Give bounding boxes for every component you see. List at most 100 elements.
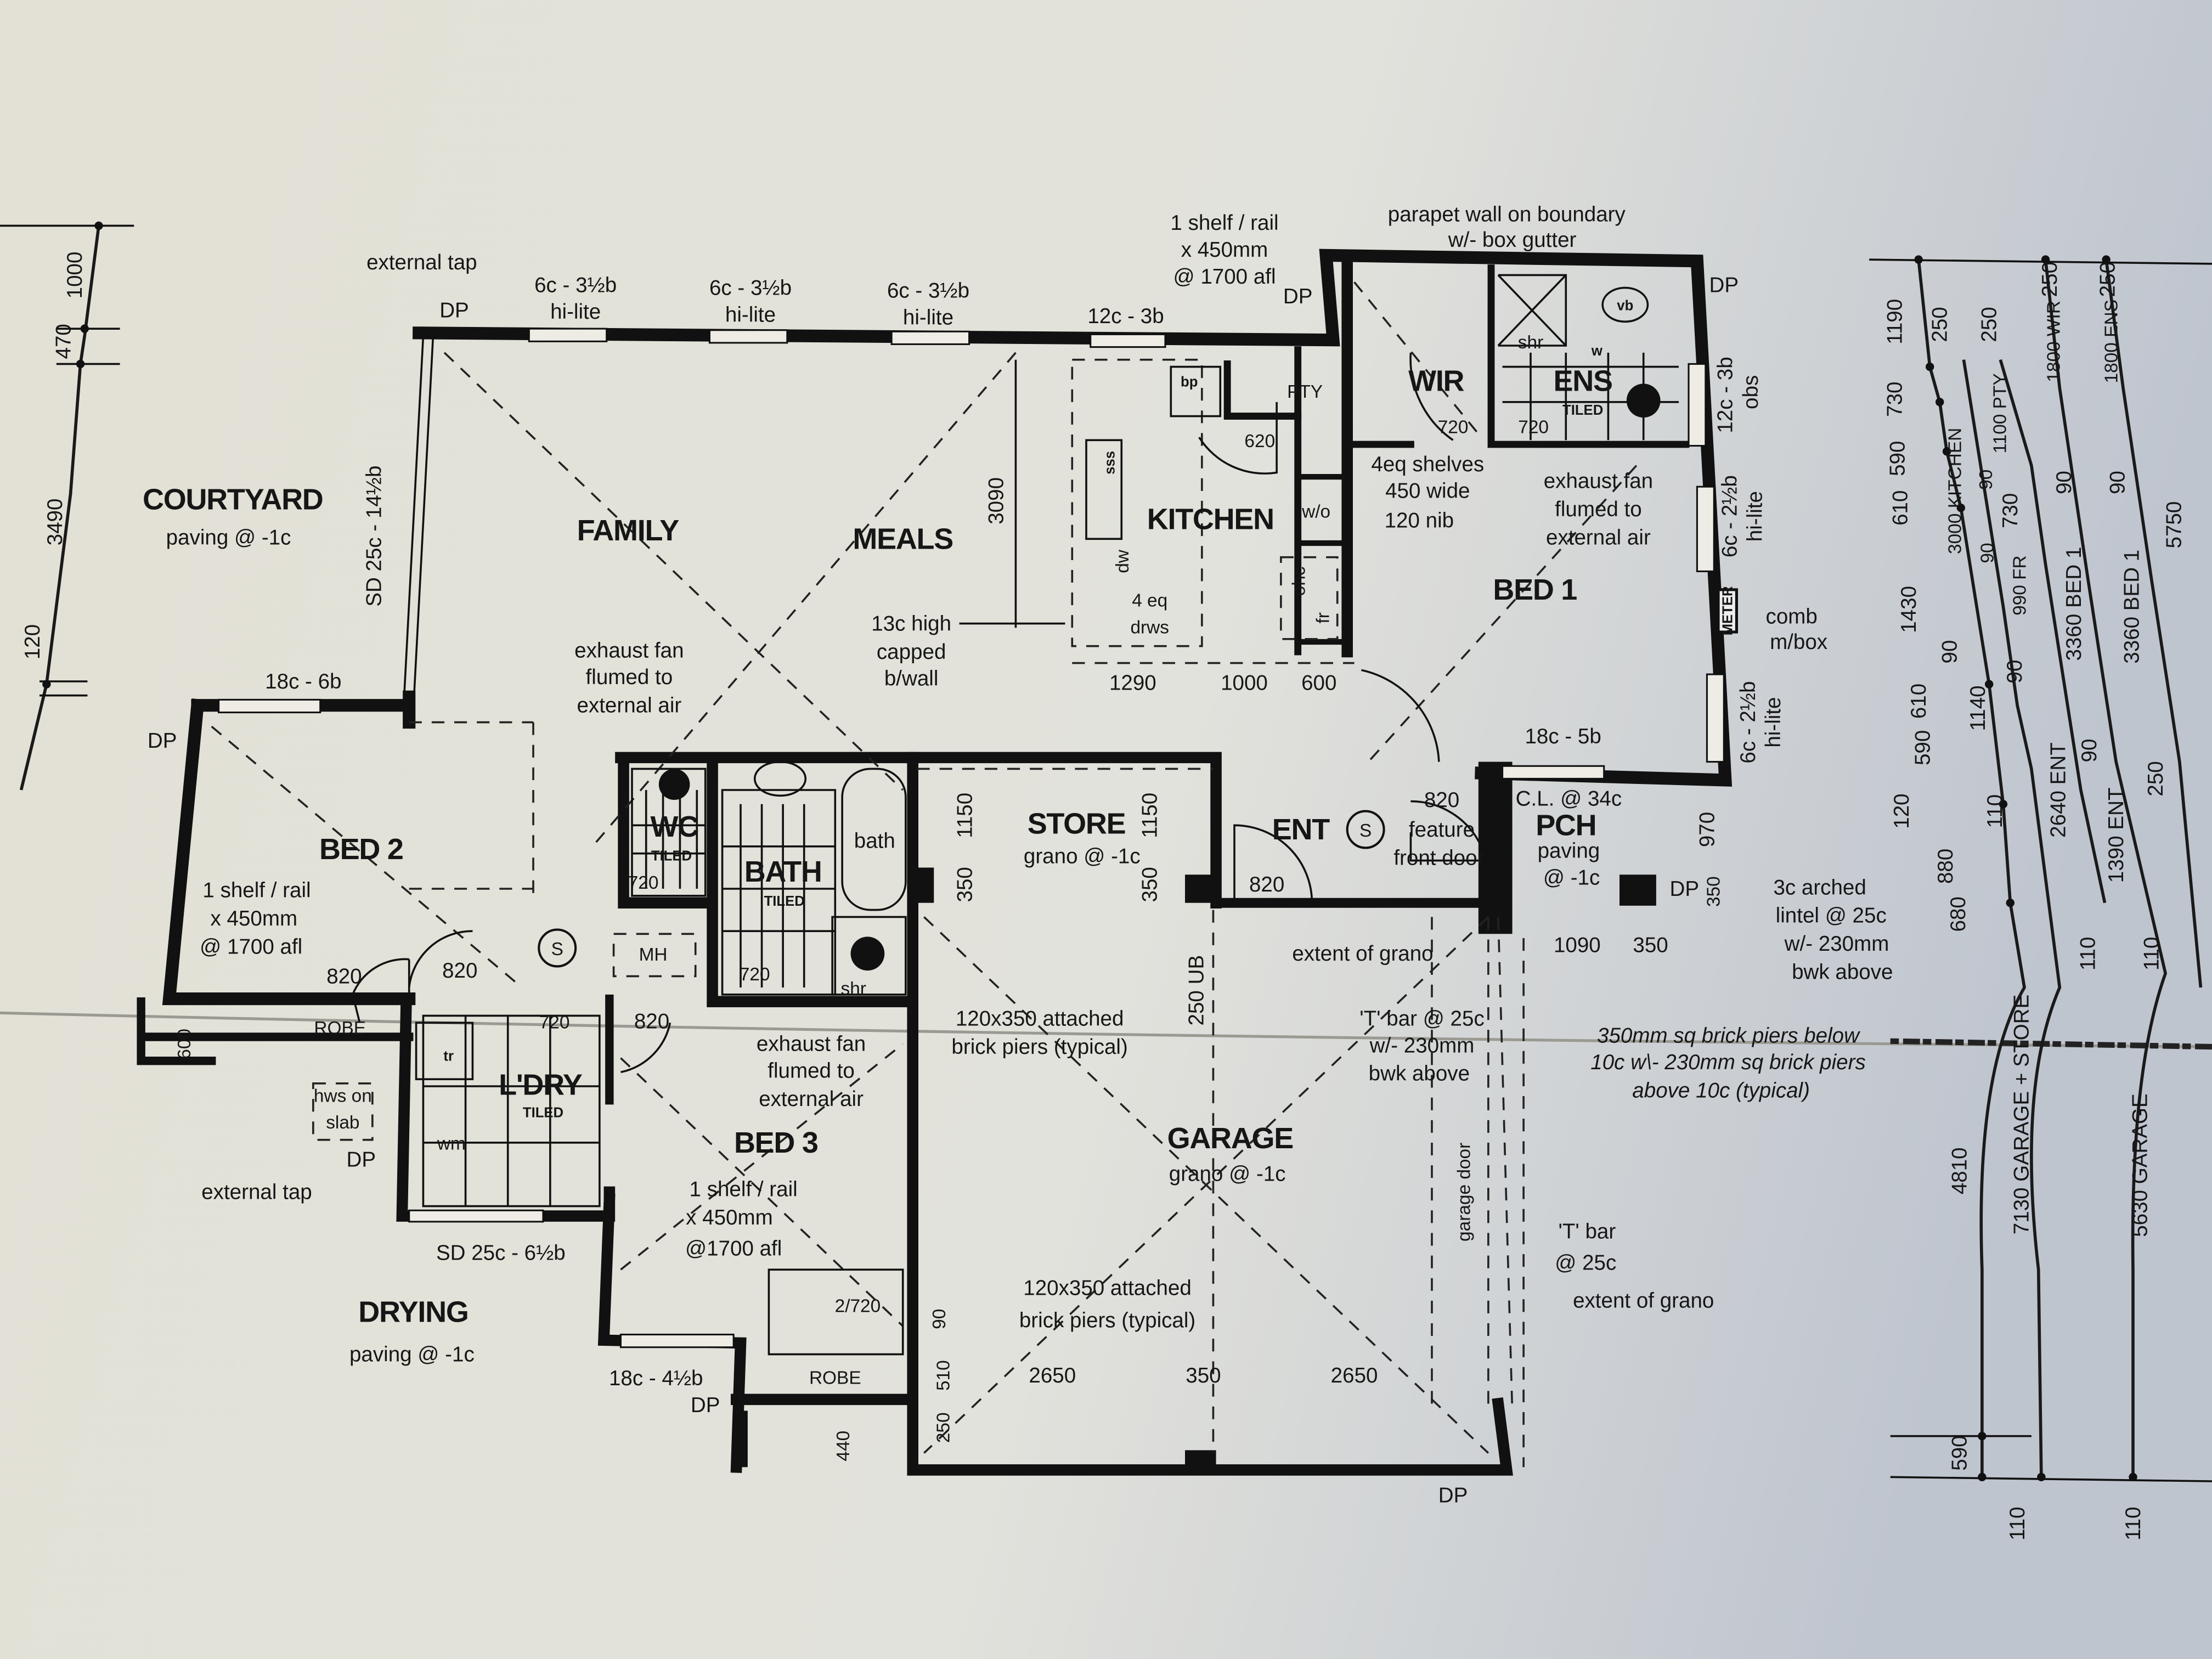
- note-brick-piers: above 10c (typical): [1632, 1079, 1810, 1103]
- fittings: [211, 274, 1679, 1468]
- door-2-720: 2/720: [835, 1296, 881, 1316]
- window-label: 6c - 2½b: [1718, 475, 1741, 557]
- note-tbar: @ 25c: [1555, 1251, 1616, 1274]
- dim-2650: 2650: [1331, 1364, 1378, 1387]
- dim-440: 440: [833, 1431, 854, 1462]
- dim-510: 510: [934, 1360, 954, 1391]
- window-label: 6c - 3½b: [887, 279, 969, 303]
- window-label: SD 25c - 14½b: [362, 466, 386, 607]
- door-720: 720: [1438, 417, 1469, 437]
- note-dp: DP: [1438, 1484, 1468, 1508]
- room-bath-finish: TILED: [764, 894, 805, 909]
- dim-350: 350: [1633, 934, 1668, 957]
- dim-1290: 1290: [1109, 671, 1156, 695]
- note-dp: DP: [1709, 273, 1739, 297]
- window-label: 18c - 6b: [265, 670, 341, 693]
- annotations: external tap DP DP DP DP DP DP DP DP 1 s…: [148, 203, 1893, 1508]
- dim-chain4: 250: [2038, 262, 2062, 297]
- dim-chain3: 730: [1999, 493, 2022, 528]
- note-grano: extent of grano: [1292, 942, 1433, 966]
- dim-chain3: 1100 PTY: [1990, 373, 2011, 453]
- room-meals: MEALS: [853, 522, 953, 555]
- note-shelf: 1 shelf / rail: [202, 878, 311, 902]
- note-shelf: 1 shelf / rail: [690, 1178, 798, 1201]
- dim-600: 600: [174, 1029, 195, 1059]
- dim-350: 350: [1704, 876, 1724, 907]
- dim-chain4: 1800 WIR: [2044, 301, 2064, 382]
- note-drawers: 4 eq: [1132, 591, 1167, 611]
- dim-chain2: 1140: [1966, 685, 1990, 731]
- note-bwall: b/wall: [884, 667, 939, 691]
- dim-1150: 1150: [953, 793, 977, 838]
- windows: [218, 328, 1725, 1348]
- note-hws: slab: [326, 1113, 359, 1133]
- note-bwall: 13c high: [871, 612, 951, 635]
- window-label: 18c - 5b: [1525, 725, 1601, 748]
- dim-250: 250: [934, 1412, 954, 1443]
- dim-250-ub: 250 UB: [1184, 955, 1208, 1026]
- note-grano: extent of grano: [1573, 1289, 1714, 1313]
- smoke-detector-label: S: [551, 939, 563, 960]
- dim-chain2: 250: [1928, 307, 1952, 342]
- porch-pier: [1620, 874, 1656, 906]
- dim-chain3: 2640 ENT: [2047, 742, 2070, 838]
- window-label: hi-lite: [1762, 697, 1785, 747]
- dim-3090: 3090: [984, 477, 1008, 524]
- room-kitchen: KITCHEN: [1147, 503, 1274, 535]
- note-tbar: bwk above: [1369, 1062, 1470, 1086]
- robe-label: ROBE: [314, 1018, 366, 1039]
- dim-1150: 1150: [1138, 793, 1162, 838]
- fridge-label: fr: [1313, 612, 1333, 623]
- smoke-detector-icon: [1346, 810, 1385, 849]
- note-shelf: x 450mm: [1181, 238, 1268, 262]
- note-shelves: 4eq shelves: [1371, 453, 1484, 476]
- note-external-tap: external tap: [201, 1181, 312, 1204]
- dim-350: 350: [1186, 1364, 1221, 1387]
- bed3-pier: [733, 1410, 748, 1468]
- room-ens: ENS: [1554, 364, 1612, 397]
- note-shelves: 450 wide: [1385, 479, 1470, 503]
- room-wc-finish: TILED: [651, 849, 692, 864]
- dimension-ticks: [42, 221, 2137, 1481]
- note-ceiling: C.L. @ 34c: [1516, 787, 1622, 810]
- note-exhaust: external air: [759, 1087, 864, 1111]
- dim-chain1: 1430: [1897, 586, 1921, 633]
- door-720: 720: [628, 873, 659, 893]
- note-exhaust: flumed to: [768, 1059, 855, 1083]
- room-pch-finish: paving: [1538, 839, 1600, 862]
- note-front-door: front door: [1393, 846, 1484, 870]
- dim-chain1: 1190: [1883, 299, 1906, 345]
- dim-left: 3490: [43, 499, 67, 546]
- dim-chain3: 110: [2076, 937, 2100, 970]
- note-shelf: @1700 afl: [685, 1237, 782, 1261]
- note-exhaust: external air: [577, 694, 681, 718]
- dim-left: 120: [21, 624, 44, 659]
- room-labels: COURTYARD paving @ -1c FAMILY MEALS KITC…: [143, 364, 1613, 1366]
- exhaust-fan-icon: [658, 769, 690, 800]
- room-ent: ENT: [1272, 813, 1330, 846]
- room-store-finish: grano @ -1c: [1024, 845, 1141, 868]
- smoke-detector-icons: [538, 286, 1738, 968]
- dim-chain1: 730: [1883, 382, 1906, 417]
- room-garage: GARAGE: [1167, 1122, 1293, 1155]
- room-pch-finish: @ -1c: [1543, 866, 1600, 889]
- meter-box-icon: [1717, 588, 1738, 634]
- dim-350: 350: [953, 867, 977, 902]
- door-720: 720: [740, 964, 770, 985]
- window-label: obs: [1739, 375, 1763, 409]
- dim-600: 600: [1301, 671, 1336, 695]
- note-dp: DP: [1669, 877, 1699, 901]
- door-720: 720: [539, 1013, 570, 1033]
- window-label: 6c - 3½b: [709, 276, 792, 300]
- dim-970: 970: [1695, 812, 1719, 847]
- window-label: 18c - 4½b: [609, 1367, 703, 1390]
- note-shelf: @ 1700 afl: [200, 935, 302, 958]
- note-shelf: x 450mm: [211, 907, 298, 930]
- wall-oven-label: w/o: [1301, 502, 1330, 522]
- note-dp: DP: [691, 1393, 720, 1417]
- note-brick-piers: 350mm sq brick piers below: [1597, 1024, 1860, 1047]
- trough-label: tr: [443, 1049, 454, 1064]
- door-720: 720: [1518, 417, 1549, 437]
- dim-chain4: 90: [2078, 739, 2101, 763]
